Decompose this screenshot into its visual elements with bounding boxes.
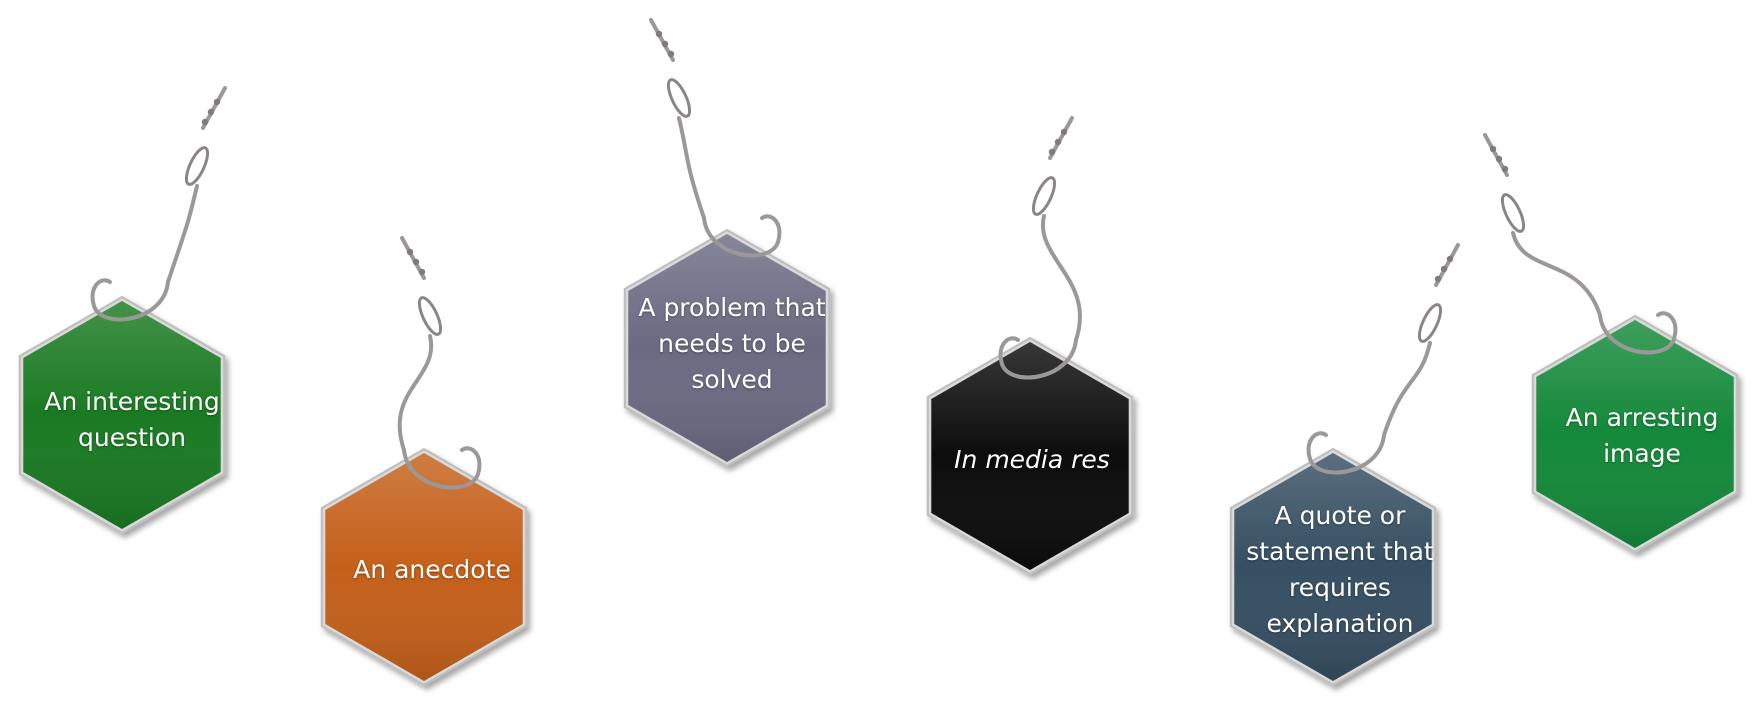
swivel-bead (207, 108, 215, 116)
hexagon-problem (623, 228, 831, 468)
hexagon-gloss-arresting-image (1536, 320, 1734, 548)
swivel-clip (184, 146, 210, 186)
swivel-bead (1054, 138, 1062, 146)
swivel-clip (417, 296, 443, 336)
swivel-clip (666, 78, 692, 118)
hexagon-gloss-interesting-question (23, 301, 221, 529)
swivel-bead (418, 268, 426, 276)
hexagon-in-media-res (926, 336, 1134, 576)
hexagon-gloss-quote (1234, 453, 1432, 681)
hook-line (397, 236, 482, 490)
fishing-hook-icon (1306, 243, 1460, 475)
fishing-hook-icon (90, 86, 227, 322)
hexagon-interesting-question (18, 295, 226, 535)
hexagon-gloss-problem (628, 234, 826, 462)
swivel-clip (1500, 193, 1526, 233)
swivel-bead (1495, 155, 1503, 163)
hexagon-arresting-image (1531, 314, 1739, 554)
hook-line (998, 116, 1082, 380)
swivel-bead (1440, 265, 1448, 273)
fishing-hook-icon (649, 18, 782, 258)
swivel-bead (655, 30, 663, 38)
hook-line (1483, 133, 1678, 355)
fishing-hook-icon (998, 116, 1082, 380)
hexagon-quote (1229, 447, 1437, 687)
swivel-bead (412, 258, 420, 266)
swivel-bead (661, 40, 669, 48)
swivel-bead (201, 118, 209, 126)
swivel-bead (406, 248, 414, 256)
swivel-clip (1031, 176, 1057, 216)
swivel-bead (213, 98, 221, 106)
swivel-bead (1434, 275, 1442, 283)
hexagon-gloss-in-media-res (931, 342, 1129, 570)
swivel-bead (1446, 255, 1454, 263)
swivel-bead (1048, 148, 1056, 156)
swivel-bead (1489, 145, 1497, 153)
swivel-bead (667, 50, 675, 58)
hexagon-anecdote (320, 447, 528, 687)
fishing-hook-icon (397, 236, 482, 490)
hexagon-gloss-anecdote (325, 453, 523, 681)
swivel-bead (1501, 165, 1509, 173)
fishing-hook-icon (1483, 133, 1678, 355)
swivel-clip (1417, 303, 1443, 343)
swivel-bead (1060, 128, 1068, 136)
